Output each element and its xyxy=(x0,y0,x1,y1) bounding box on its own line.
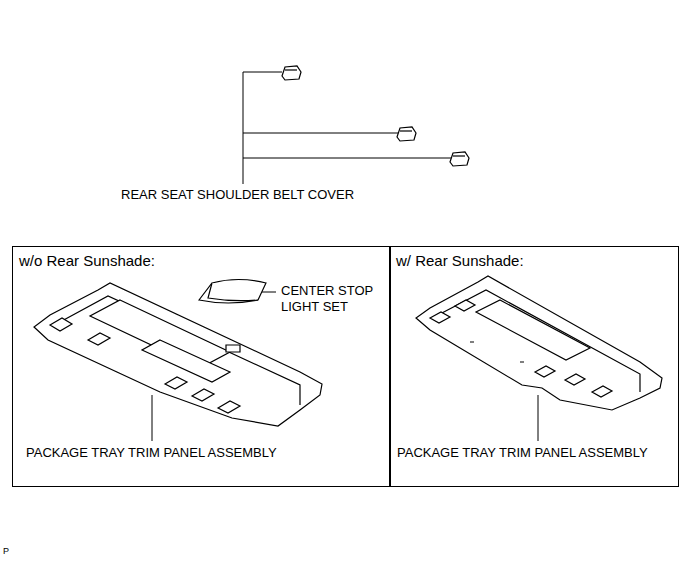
leader-line xyxy=(243,133,398,134)
part-name: REAR SEAT SHOULDER BELT COVER xyxy=(121,187,354,203)
panel-heading: w/ Rear Sunshade: xyxy=(396,252,524,270)
leader-line xyxy=(243,72,282,73)
page-mark: P xyxy=(3,546,9,557)
belt-cover xyxy=(282,66,469,166)
option-panel: w/o Rear Sunshade: CENTER STOP LIGHT SET P… xyxy=(12,246,391,487)
center-stop-light xyxy=(199,280,266,304)
package-tray-panel xyxy=(416,276,662,410)
option-panel: w/ Rear Sunshade: PACKAGE TRAY TRIM PANEL… xyxy=(389,246,679,487)
panel-heading: w/o Rear Sunshade: xyxy=(19,252,155,270)
part-name: PACKAGE TRAY TRIM PANEL ASSEMBLY xyxy=(26,445,277,461)
leader-line xyxy=(243,158,451,159)
leader-line xyxy=(262,292,276,293)
package-tray-panel xyxy=(34,283,322,426)
part-name: PACKAGE TRAY TRIM PANEL ASSEMBLY xyxy=(397,445,648,461)
leader-line xyxy=(152,395,153,441)
leader-line xyxy=(243,72,244,184)
part-name: CENTER STOP LIGHT SET xyxy=(281,283,385,314)
leader-line xyxy=(538,395,539,441)
